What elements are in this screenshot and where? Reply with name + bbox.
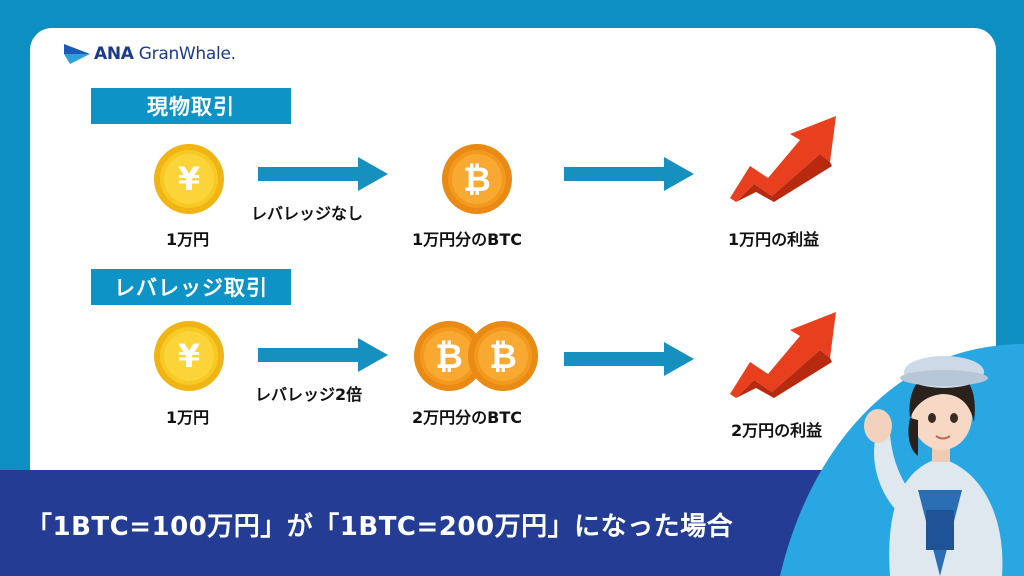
spot-middle-label: 1万円分のBTC xyxy=(412,230,522,249)
brand-name: ANA GranWhale. xyxy=(94,44,236,64)
bitcoin-coin-icon: ₿ xyxy=(414,321,484,391)
svg-text:¥: ¥ xyxy=(178,337,200,375)
right-arrow-icon xyxy=(258,338,388,372)
mascot-character xyxy=(864,356,1003,576)
yen-coin-icon: ¥ xyxy=(154,321,224,391)
rising-trend-arrow-icon xyxy=(730,116,836,202)
spot-start-label: 1万円 xyxy=(166,230,210,249)
bitcoin-coin-icon: ₿ xyxy=(442,144,512,214)
ana-logo-icon xyxy=(64,44,90,64)
rising-trend-arrow-icon xyxy=(730,312,836,398)
svg-text:₿: ₿ xyxy=(463,160,491,200)
spot-trading-label: 現物取引 xyxy=(91,88,291,124)
spot-result-label: 1万円の利益 xyxy=(728,230,820,249)
svg-text:₿: ₿ xyxy=(489,337,517,377)
leverage-middle-label: 2万円分のBTC xyxy=(412,408,522,427)
leverage-arrow-label: レバレッジ2倍 xyxy=(255,385,363,404)
right-arrow-icon xyxy=(258,157,388,191)
brand-logo: ANA GranWhale. xyxy=(64,44,236,64)
yen-coin-icon: ¥ xyxy=(154,144,224,214)
spot-arrow-label: レバレッジなし xyxy=(251,204,364,223)
leverage-result-label: 2万円の利益 xyxy=(731,421,823,440)
scenario-caption: 「1BTC=100万円」が「1BTC=200万円」になった場合 xyxy=(26,512,734,542)
right-arrow-icon xyxy=(564,342,694,376)
right-arrow-icon xyxy=(564,157,694,191)
bitcoin-coin-icon: ₿ xyxy=(468,321,538,391)
svg-text:₿: ₿ xyxy=(435,337,463,377)
svg-text:¥: ¥ xyxy=(178,160,200,198)
leverage-start-label: 1万円 xyxy=(166,408,210,427)
leverage-trading-label: レバレッジ取引 xyxy=(91,269,291,305)
